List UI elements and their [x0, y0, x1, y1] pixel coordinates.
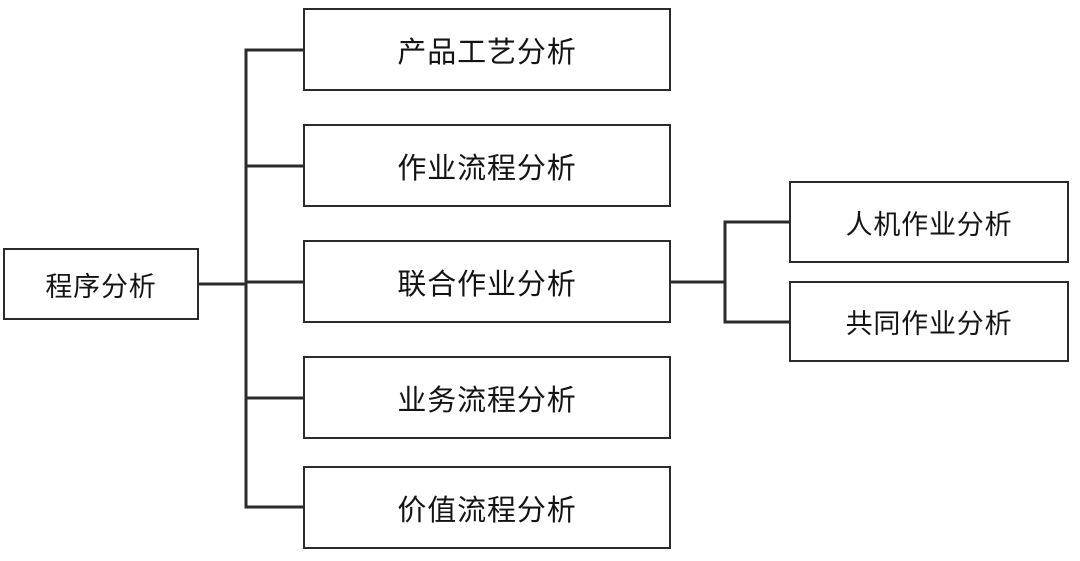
node-label-n3: 联合作业分析 — [397, 268, 577, 301]
node-value-flow-analysis[interactable]: 价值流程分析 — [303, 466, 671, 549]
node-man-machine-operation-analysis[interactable]: 人机作业分析 — [789, 181, 1069, 263]
node-label-n1: 产品工艺分析 — [397, 36, 577, 69]
node-business-flow-analysis[interactable]: 业务流程分析 — [303, 356, 671, 439]
node-shared-operation-analysis[interactable]: 共同作业分析 — [789, 281, 1069, 362]
node-operation-flow-analysis[interactable]: 作业流程分析 — [303, 124, 671, 207]
node-joint-operation-analysis[interactable]: 联合作业分析 — [303, 240, 671, 323]
node-root-label: 程序分析 — [45, 271, 157, 302]
node-product-process-analysis[interactable]: 产品工艺分析 — [303, 8, 671, 91]
node-label-n4: 业务流程分析 — [397, 384, 577, 417]
node-label-n3b: 共同作业分析 — [845, 309, 1013, 339]
node-root-process-analysis[interactable]: 程序分析 — [3, 248, 199, 320]
node-label-n5: 价值流程分析 — [397, 494, 577, 527]
node-label-n2: 作业流程分析 — [397, 152, 577, 185]
node-label-n3a: 人机作业分析 — [845, 209, 1013, 240]
